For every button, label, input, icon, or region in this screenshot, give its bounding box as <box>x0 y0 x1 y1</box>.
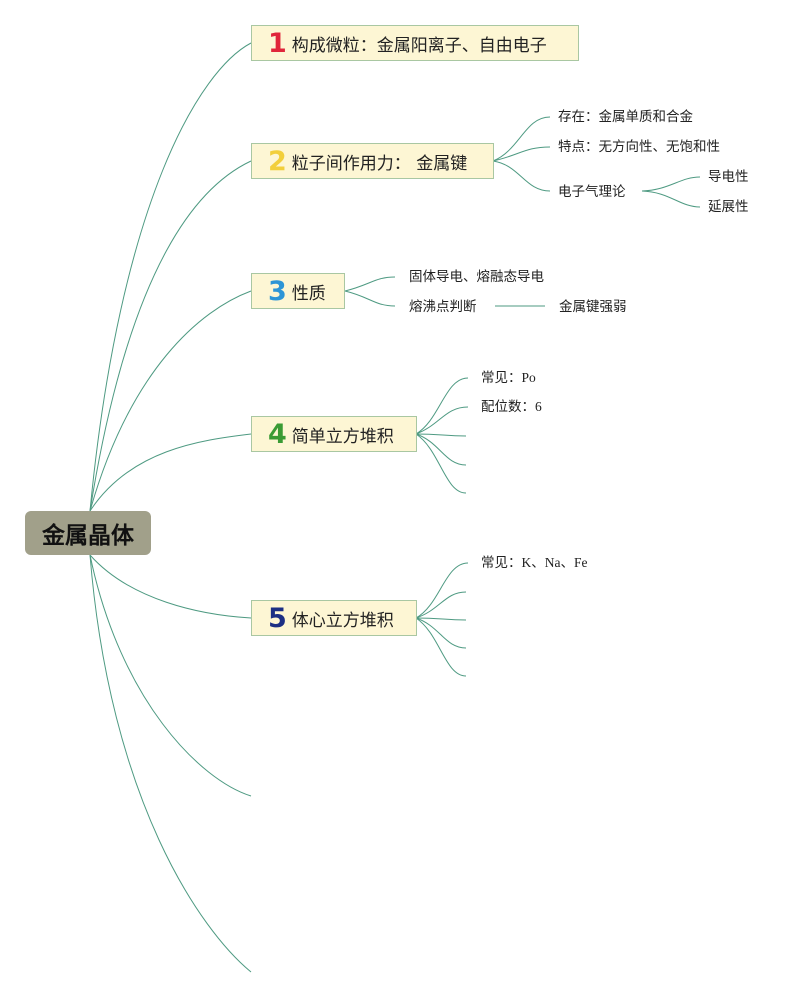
subtopic-metal-bond-strength[interactable]: 金属键强弱 <box>559 299 627 315</box>
link-root-topic3 <box>89 290 252 512</box>
link-t4-empty2 <box>415 433 467 466</box>
link-t2-exist <box>492 116 551 162</box>
link-t4-empty3 <box>415 433 467 494</box>
link-t5-common <box>415 562 469 619</box>
link-t3-melt <box>344 290 396 307</box>
link-root-empty1 <box>89 554 252 797</box>
topic-1-label: 构成微粒：金属阳离子、自由电子 <box>291 35 547 56</box>
subtopic-simple-cubic-examples[interactable]: 常见：Po <box>481 370 536 385</box>
link-root-topic1 <box>89 42 252 512</box>
topic-4[interactable]: 4 简单立方堆积 <box>251 416 417 452</box>
topic-5-label: 体心立方堆积 <box>291 610 394 631</box>
topic-5[interactable]: 5 体心立方堆积 <box>251 600 417 636</box>
topic-3-label: 性质 <box>291 283 326 304</box>
subtopic-metal-bond-features[interactable]: 特点：无方向性、无饱和性 <box>558 139 720 155</box>
link-root-topic5 <box>89 554 252 619</box>
link-t5-empty4 <box>415 617 467 677</box>
link-t4-empty1 <box>415 433 467 437</box>
link-theory-ductile <box>641 190 701 208</box>
root-topic[interactable]: 金属晶体 <box>25 511 151 555</box>
topic-1[interactable]: 1 构成微粒：金属阳离子、自由电子 <box>251 25 579 61</box>
link-theory-conduct <box>641 176 701 192</box>
subtopic-simple-cubic-coordination[interactable]: 配位数：6 <box>481 399 542 414</box>
link-t4-coord <box>415 406 469 435</box>
subtopic-conductivity[interactable]: 导电性 <box>708 169 749 185</box>
topic-5-number: 5 <box>268 602 287 634</box>
topic-3-number: 3 <box>268 275 287 307</box>
link-root-topic4 <box>89 433 252 512</box>
topic-2[interactable]: 2 粒子间作用力： 金属键 <box>251 143 494 179</box>
link-root-empty2 <box>89 554 252 973</box>
topic-2-number: 2 <box>268 145 287 177</box>
subtopic-ductility[interactable]: 延展性 <box>708 199 749 215</box>
topic-3[interactable]: 3 性质 <box>251 273 345 309</box>
link-t4-common <box>415 377 469 435</box>
subtopic-bcc-examples[interactable]: 常见：K、Na、Fe <box>481 555 588 570</box>
link-t2-feature <box>492 146 551 162</box>
link-t3-conduct <box>344 276 396 292</box>
link-t5-empty3 <box>415 617 467 649</box>
subtopic-electrical-conduction[interactable]: 固体导电、熔融态导电 <box>409 269 544 285</box>
link-t5-empty2 <box>415 617 467 621</box>
topic-4-number: 4 <box>268 418 287 450</box>
topic-1-number: 1 <box>268 27 287 59</box>
subtopic-melting-point[interactable]: 熔沸点判断 <box>409 299 477 315</box>
topic-4-label: 简单立方堆积 <box>291 426 394 447</box>
subtopic-electron-gas-theory[interactable]: 电子气理论 <box>558 184 626 200</box>
subtopic-metal-bond-existence[interactable]: 存在：金属单质和合金 <box>558 109 693 125</box>
link-root-topic2 <box>89 160 252 512</box>
topic-2-label: 粒子间作用力： 金属键 <box>291 153 468 174</box>
link-t2-theory <box>492 160 551 192</box>
link-t5-empty1 <box>415 591 467 619</box>
